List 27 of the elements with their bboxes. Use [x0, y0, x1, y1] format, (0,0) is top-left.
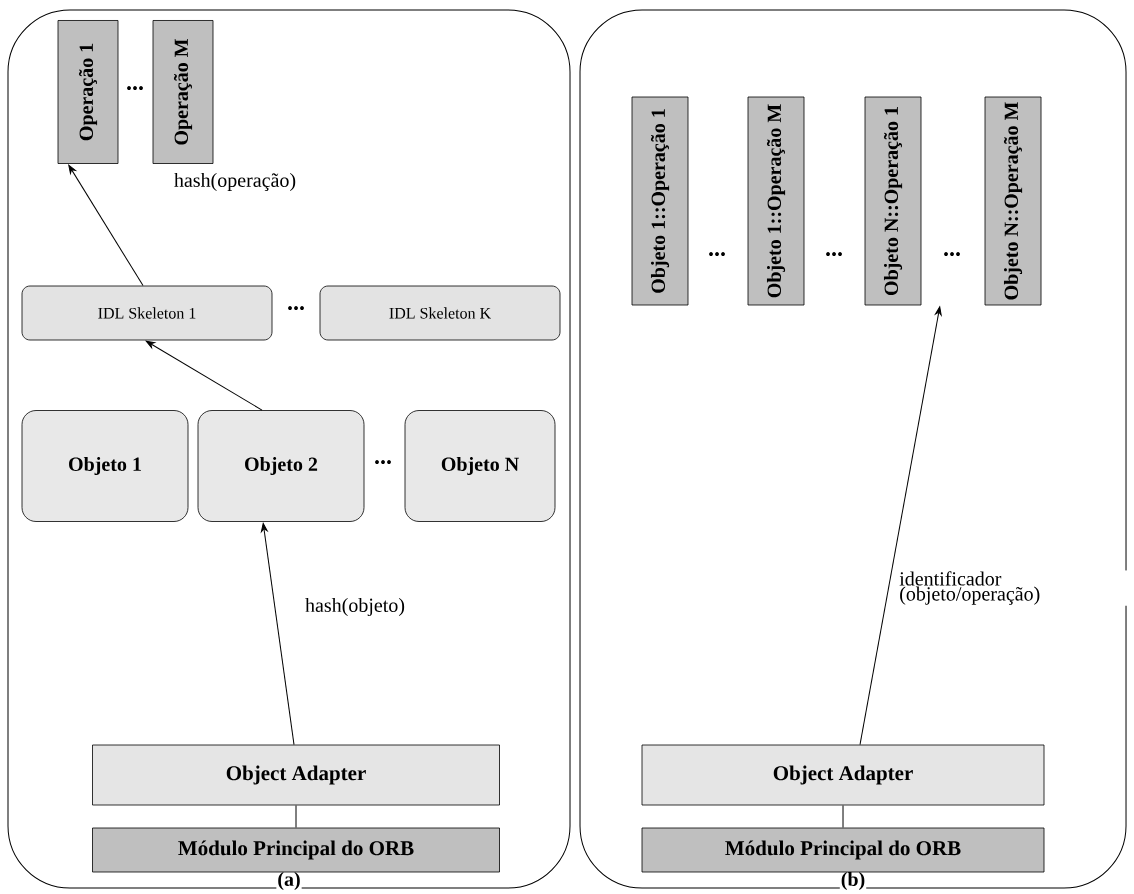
object-box: Objeto 1	[21, 410, 189, 522]
object-box: Objeto 2	[197, 410, 365, 522]
ellipsis: ...	[826, 252, 842, 256]
adapter-box: Object Adapter	[641, 744, 1045, 806]
ellipsis: ...	[288, 306, 304, 310]
ellipsis: ...	[127, 86, 143, 90]
arrow	[260, 522, 295, 746]
operation-box: Operação 1	[57, 20, 119, 164]
arrow	[68, 164, 144, 287]
arrow	[145, 340, 263, 411]
orb-module-box: Módulo Principal do ORB	[641, 827, 1045, 873]
arrow	[859, 306, 942, 746]
orb-module-box: Módulo Principal do ORB	[92, 827, 500, 873]
ellipsis: ...	[375, 460, 391, 464]
skeleton-box: IDL Skeleton K	[319, 285, 561, 341]
edge-label: hash(objeto)	[304, 596, 406, 618]
ellipsis: ...	[944, 252, 960, 256]
operation-box: Objeto 1::Operação 1	[631, 96, 689, 306]
object-box: Objeto N	[404, 410, 556, 522]
skeleton-box: IDL Skeleton 1	[21, 285, 273, 341]
ellipsis: ...	[709, 252, 725, 256]
adapter-box: Object Adapter	[92, 744, 500, 806]
operation-box: Objeto 1::Operação M	[747, 96, 805, 306]
operation-box: Operação M	[152, 20, 214, 164]
operation-box: Objeto N::Operação 1	[864, 96, 922, 306]
edge-label: hash(operação)	[172, 171, 298, 193]
operation-box: Objeto N::Operação M	[984, 96, 1042, 306]
